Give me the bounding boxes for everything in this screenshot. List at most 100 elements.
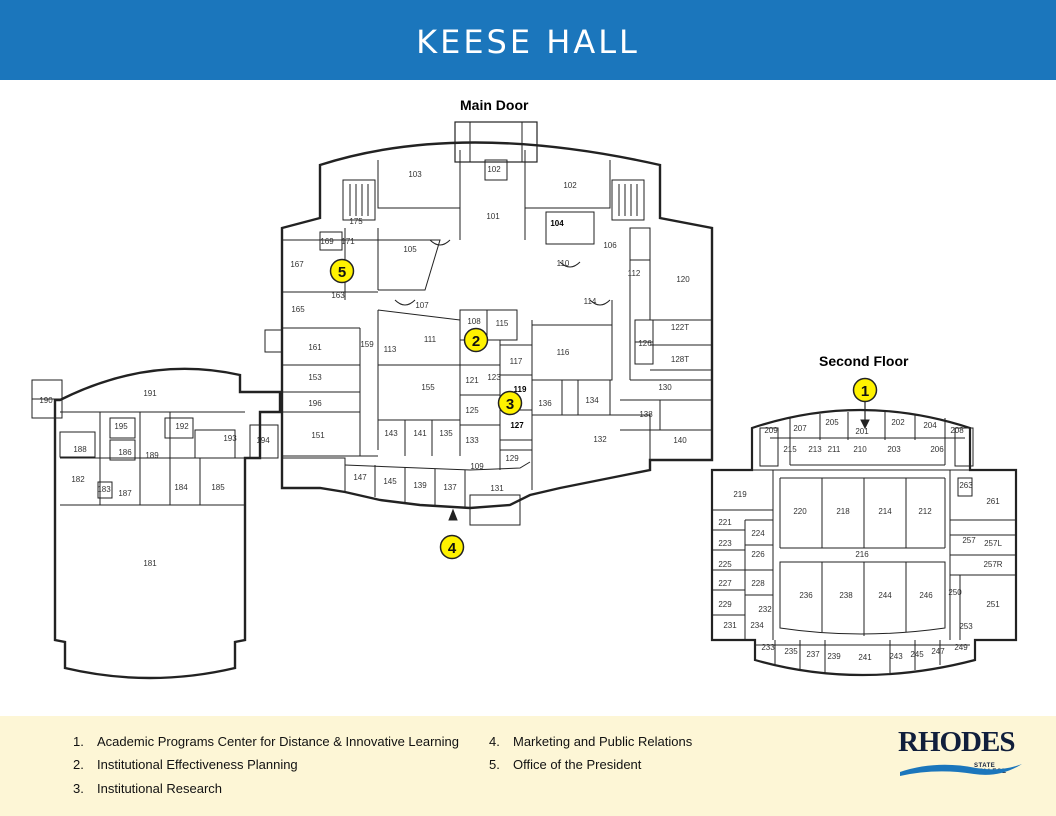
svg-text:213: 213: [808, 445, 822, 454]
svg-text:181: 181: [143, 559, 157, 568]
svg-text:135: 135: [439, 429, 453, 438]
marker-4-label: 4: [448, 540, 457, 557]
svg-text:241: 241: [858, 653, 872, 662]
svg-text:110: 110: [557, 259, 570, 268]
svg-text:226: 226: [751, 550, 765, 559]
svg-text:104: 104: [550, 219, 564, 228]
svg-text:101: 101: [486, 212, 500, 221]
svg-text:208: 208: [950, 426, 964, 435]
svg-text:257L: 257L: [984, 539, 1002, 548]
legend-text: Marketing and Public Relations: [513, 734, 693, 749]
marker-3-pin[interactable]: 3: [497, 390, 523, 416]
svg-text:225: 225: [718, 560, 732, 569]
svg-text:123: 123: [487, 373, 501, 382]
legend-number: 3.: [73, 781, 84, 796]
svg-text:231: 231: [723, 621, 737, 630]
svg-text:237: 237: [806, 650, 820, 659]
marker-4-pin[interactable]: 4: [439, 534, 465, 560]
svg-text:155: 155: [421, 383, 435, 392]
legend-text: Office of the President: [513, 757, 642, 772]
svg-text:127: 127: [510, 421, 524, 430]
svg-text:218: 218: [836, 507, 850, 516]
svg-text:171: 171: [341, 237, 355, 246]
svg-text:216: 216: [855, 550, 869, 559]
svg-text:137: 137: [443, 483, 457, 492]
svg-text:182: 182: [71, 475, 85, 484]
svg-text:232: 232: [758, 605, 772, 614]
svg-text:159: 159: [360, 340, 374, 349]
svg-text:102: 102: [563, 181, 577, 190]
svg-text:169: 169: [320, 237, 334, 246]
svg-text:245: 245: [910, 650, 924, 659]
svg-text:116: 116: [557, 348, 570, 357]
legend-item-4: 4.Marketing and Public Relations: [489, 734, 692, 749]
svg-text:133: 133: [465, 436, 479, 445]
svg-text:126: 126: [638, 339, 652, 348]
svg-text:205: 205: [825, 418, 839, 427]
svg-text:109: 109: [470, 462, 484, 471]
svg-text:246: 246: [919, 591, 933, 600]
location-markers: 1 2 3 4 5: [329, 258, 878, 560]
svg-text:167: 167: [290, 260, 304, 269]
svg-text:193: 193: [223, 434, 237, 443]
svg-text:210: 210: [853, 445, 867, 454]
marker-1-pin[interactable]: 1: [852, 377, 878, 403]
svg-text:186: 186: [118, 448, 132, 457]
legend-text: Institutional Research: [97, 781, 223, 796]
svg-text:206: 206: [930, 445, 944, 454]
logo-swoosh-icon: [900, 764, 1022, 776]
svg-text:107: 107: [415, 301, 429, 310]
svg-text:185: 185: [211, 483, 225, 492]
svg-text:134: 134: [585, 396, 599, 405]
svg-text:183: 183: [97, 485, 111, 494]
page-title: KEESE HALL: [416, 23, 640, 61]
svg-text:119: 119: [514, 385, 527, 394]
svg-text:263: 263: [959, 481, 973, 490]
svg-text:132: 132: [593, 435, 607, 444]
svg-text:128T: 128T: [671, 355, 689, 364]
second-floor-label: Second Floor: [819, 353, 909, 369]
svg-text:221: 221: [718, 518, 732, 527]
svg-text:194: 194: [256, 436, 270, 445]
svg-text:192: 192: [175, 422, 189, 431]
legend-number: 2.: [73, 757, 84, 772]
svg-text:113: 113: [384, 345, 397, 354]
legend-text: Institutional Effectiveness Planning: [97, 757, 298, 772]
svg-text:219: 219: [733, 490, 747, 499]
marker-5-pin[interactable]: 5: [329, 258, 355, 284]
svg-text:228: 228: [751, 579, 765, 588]
svg-text:243: 243: [889, 652, 903, 661]
svg-text:111: 111: [424, 335, 437, 344]
main-door-label: Main Door: [460, 97, 529, 113]
svg-text:223: 223: [718, 539, 732, 548]
svg-text:202: 202: [891, 418, 905, 427]
svg-text:121: 121: [465, 376, 479, 385]
legend-number: 1.: [73, 734, 84, 749]
svg-text:238: 238: [839, 591, 853, 600]
svg-text:112: 112: [628, 269, 641, 278]
svg-text:187: 187: [118, 489, 132, 498]
svg-text:145: 145: [383, 477, 397, 486]
svg-text:139: 139: [413, 481, 427, 490]
svg-text:136: 136: [538, 399, 552, 408]
legend-footer: 1.Academic Programs Center for Distance …: [0, 716, 1056, 816]
svg-text:184: 184: [174, 483, 188, 492]
svg-text:239: 239: [827, 652, 841, 661]
svg-text:195: 195: [114, 422, 128, 431]
svg-text:257R: 257R: [983, 560, 1002, 569]
logo-wordmark: RHODES: [898, 726, 1015, 758]
svg-text:207: 207: [793, 424, 807, 433]
marker-2-label: 2: [472, 333, 480, 350]
svg-text:131: 131: [490, 484, 504, 493]
svg-text:227: 227: [718, 579, 732, 588]
west-building-outline: [53, 367, 282, 680]
svg-text:203: 203: [887, 445, 901, 454]
svg-text:244: 244: [878, 591, 892, 600]
svg-text:147: 147: [353, 473, 367, 482]
legend-item-3: 3. Institutional Research: [73, 781, 222, 796]
svg-text:257: 257: [962, 536, 976, 545]
svg-text:106: 106: [603, 241, 617, 250]
marker-2-pin[interactable]: 2: [463, 327, 489, 353]
